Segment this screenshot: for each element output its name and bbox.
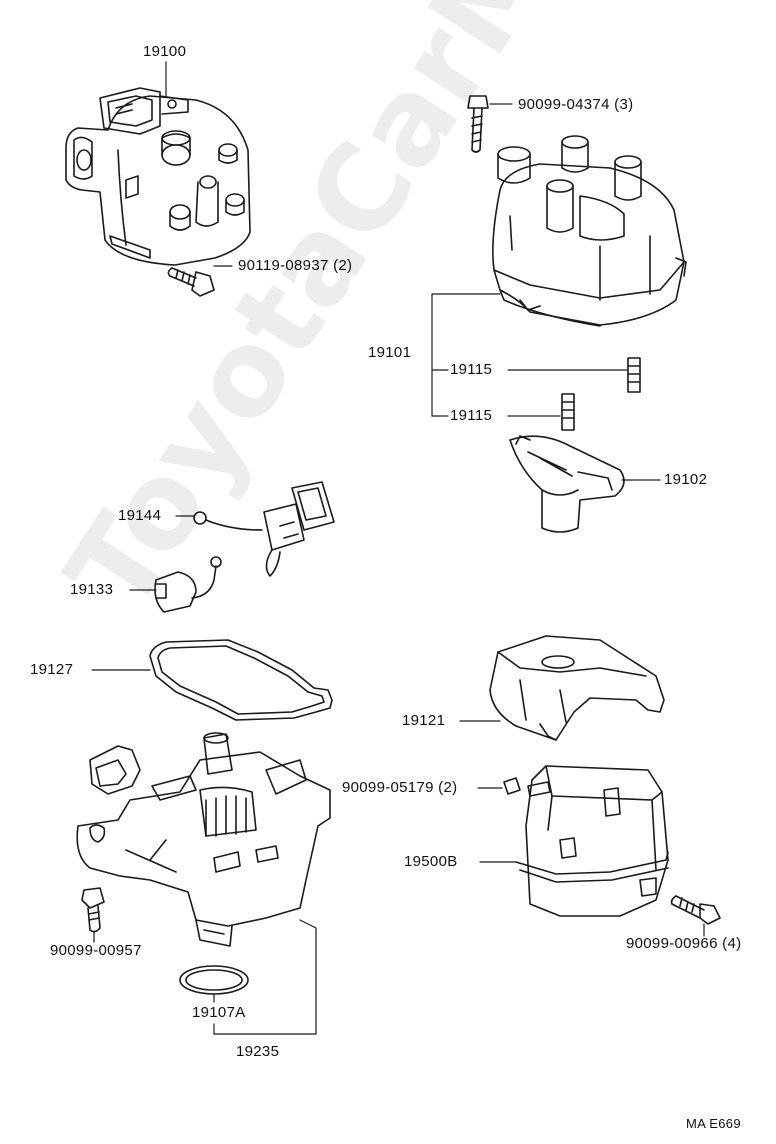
label-19133: 19133	[70, 581, 114, 598]
label-19100: 19100	[143, 43, 187, 60]
distributor-cap-drawing	[492, 135, 687, 327]
label-19107A: 19107A	[192, 1004, 246, 1021]
bolt-90119-08937-drawing	[167, 267, 215, 297]
label-19102: 19102	[664, 471, 708, 488]
distributor-assembly-drawing	[65, 87, 251, 266]
wire-connector-drawing	[193, 481, 335, 577]
label-19101: 19101	[368, 344, 412, 361]
label-19235: 19235	[236, 1043, 280, 1060]
diagram-code: MA E669	[686, 1116, 741, 1131]
label-90099-00966: 90099-00966 (4)	[626, 935, 742, 952]
label-19115-upper: 19115	[450, 361, 493, 378]
label-90099-00957: 90099-00957	[50, 942, 142, 959]
gasket-drawing	[149, 639, 333, 721]
label-90099-04374: 90099-04374 (3)	[518, 96, 634, 113]
label-19121: 19121	[402, 712, 446, 729]
bolt-90099-00966-drawing	[670, 895, 721, 925]
label-19115-lower: 19115	[450, 407, 493, 424]
condenser-drawing	[154, 556, 222, 613]
o-ring-drawing	[179, 965, 249, 995]
rotor-drawing	[509, 435, 625, 533]
label-19500B: 19500B	[404, 853, 458, 870]
carbon-pieces-drawing	[561, 357, 641, 431]
label-90119-08937: 90119-08937 (2)	[238, 257, 353, 274]
screw-90099-05179-drawing	[503, 777, 551, 797]
housing-drawing	[76, 732, 331, 947]
label-19144: 19144	[118, 507, 162, 524]
leader-lines	[91, 61, 705, 1035]
screw-90099-04374-drawing	[467, 95, 489, 153]
ignition-coil-drawing	[515, 765, 669, 917]
label-90099-05179: 90099-05179 (2)	[342, 779, 458, 796]
label-19127: 19127	[30, 661, 74, 678]
dust-cover-drawing	[489, 635, 665, 741]
bolt-90099-00957-drawing	[81, 887, 105, 933]
